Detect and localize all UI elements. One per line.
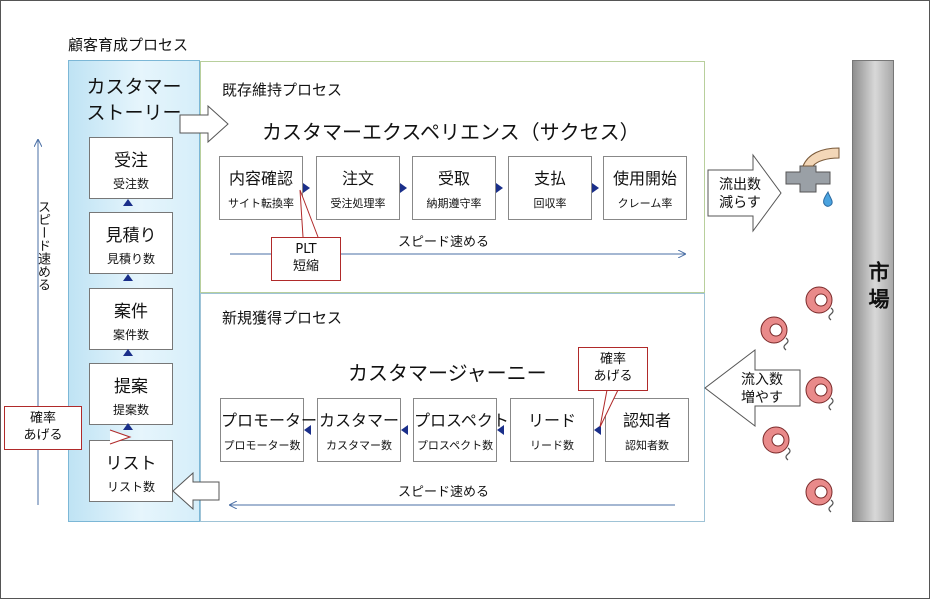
callout-line1: 確率	[29, 411, 56, 426]
up-arrow-icon	[123, 349, 133, 356]
retention-heading: カスタマーエクスペリエンス（サクセス）	[262, 120, 640, 144]
up-arrow-icon	[123, 199, 133, 206]
inflow-line1: 流入数	[741, 372, 783, 388]
acquisition-step-customer: カスタマー カスタマー数	[317, 398, 401, 462]
magnet-icon	[760, 316, 789, 351]
retention-step-order: 注文 受注処理率	[316, 156, 400, 220]
step-sub: 受注処理率	[330, 197, 386, 210]
faucet-icon	[785, 147, 840, 207]
step-sub: カスタマー数	[326, 439, 392, 452]
story-stage-list: リスト リスト数	[89, 440, 173, 502]
up-arrow-icon	[123, 274, 133, 281]
outflow-label: 流出数 減らす	[712, 176, 768, 212]
retention-label: 既存維持プロセス	[222, 81, 343, 99]
stage-main: リスト	[105, 454, 157, 474]
outflow-line1: 流出数	[719, 177, 761, 193]
acquisition-step-promoter: プロモーター プロモーター数	[220, 398, 318, 462]
right-arrow-icon	[400, 183, 407, 193]
acquisition-step-lead: リード リード数	[510, 398, 594, 462]
acquisition-to-story-arrow	[172, 471, 220, 511]
acquisition-step-aware: 認知者 認知者数	[605, 398, 689, 462]
stage-main: 受注	[114, 151, 148, 171]
step-sub: リード数	[530, 439, 574, 452]
acquisition-step-prospect: プロスペクト プロスペクト数	[413, 398, 509, 462]
up-arrow-icon	[123, 423, 133, 430]
magnet-icon	[762, 426, 791, 461]
stage-main: 見積り	[105, 226, 157, 246]
magnet-icon	[805, 478, 834, 513]
step-sub: プロスペクト数	[416, 439, 494, 452]
story-to-retention-arrow	[179, 104, 229, 144]
acquisition-speed-label: スピード速める	[398, 485, 490, 500]
stage-sub: リスト数	[106, 480, 155, 494]
step-main: 内容確認	[228, 169, 293, 188]
callout-line2: 短縮	[292, 259, 319, 274]
story-stage-estimate: 見積り 見積り数	[89, 212, 173, 274]
acq-callout-pointer	[599, 389, 619, 428]
step-sub: サイト転換率	[228, 197, 294, 210]
inflow-label: 流入数 増やす	[733, 371, 791, 407]
retention-step-payment: 支払 回収率	[508, 156, 592, 220]
vertical-speed-label: スピード速める	[35, 200, 50, 291]
outflow-arrow	[707, 153, 782, 233]
market-bar: 市場	[852, 60, 894, 522]
stage-sub: 受注数	[112, 177, 149, 191]
customer-nurturing-label: 顧客育成プロセス	[68, 36, 189, 54]
stage-sub: 案件数	[112, 328, 149, 342]
retention-step-confirm: 内容確認 サイト転換率	[219, 156, 303, 220]
left-callout: 確率 あげる	[4, 406, 82, 450]
left-arrow-icon	[497, 425, 504, 435]
outflow-line2: 減らす	[719, 195, 761, 211]
acquisition-heading: カスタマージャーニー	[348, 361, 547, 385]
step-main: カスタマー	[318, 411, 399, 430]
retention-speed-label: スピード速める	[398, 235, 490, 250]
step-main: プロスペクト	[414, 411, 509, 430]
story-stage-order: 受注 受注数	[89, 137, 173, 199]
story-stage-proposal: 提案 提案数	[89, 363, 173, 425]
retention-step-start-use: 使用開始 クレーム率	[603, 156, 687, 220]
step-sub: 納期遵守率	[426, 197, 482, 210]
right-arrow-icon	[496, 183, 503, 193]
left-arrow-icon	[594, 425, 601, 435]
magnet-icon	[805, 376, 834, 411]
step-sub: クレーム率	[617, 197, 673, 210]
left-callout-pointer	[109, 429, 132, 445]
step-sub: プロモーター数	[223, 439, 301, 452]
stage-sub: 見積り数	[106, 252, 155, 266]
callout-line1: PLT	[295, 242, 317, 257]
acquisition-label: 新規獲得プロセス	[222, 309, 343, 327]
stage-sub: 提案数	[112, 403, 149, 417]
callout-line2: あげる	[593, 369, 633, 384]
left-arrow-icon	[304, 425, 311, 435]
plt-callout-pointer	[299, 189, 319, 238]
story-title-line1: カスタマー	[86, 76, 182, 98]
step-main: 支払	[533, 169, 566, 188]
retention-step-receive: 受取 納期遵守率	[412, 156, 496, 220]
step-main: プロモーター	[221, 411, 318, 430]
inflow-line2: 増やす	[741, 390, 783, 406]
step-main: 認知者	[622, 411, 671, 430]
step-main: 注文	[341, 169, 374, 188]
right-arrow-icon	[592, 183, 599, 193]
customer-story-column: カスタマー ストーリー 受注 受注数 見積り 見積り数 案件 案件数 提案 提案…	[68, 60, 200, 522]
plt-callout: PLT 短縮	[271, 237, 341, 281]
step-main: 受取	[437, 169, 470, 188]
left-arrow-icon	[401, 425, 408, 435]
callout-line1: 確率	[599, 352, 626, 367]
right-arrow-icon	[303, 183, 310, 193]
stage-main: 案件	[114, 302, 148, 322]
step-main: 使用開始	[612, 169, 677, 188]
acquisition-callout: 確率 あげる	[578, 347, 648, 391]
magnet-icon	[805, 286, 834, 321]
market-label: 市場	[866, 261, 890, 315]
step-sub: 回収率	[533, 197, 567, 210]
story-title-line2: ストーリー	[86, 102, 182, 124]
inflow-arrow	[704, 348, 801, 428]
callout-line2: あげる	[23, 428, 63, 443]
story-stage-deal: 案件 案件数	[89, 288, 173, 350]
step-main: リード	[527, 411, 576, 430]
stage-main: 提案	[114, 377, 148, 397]
step-sub: 認知者数	[625, 439, 669, 452]
